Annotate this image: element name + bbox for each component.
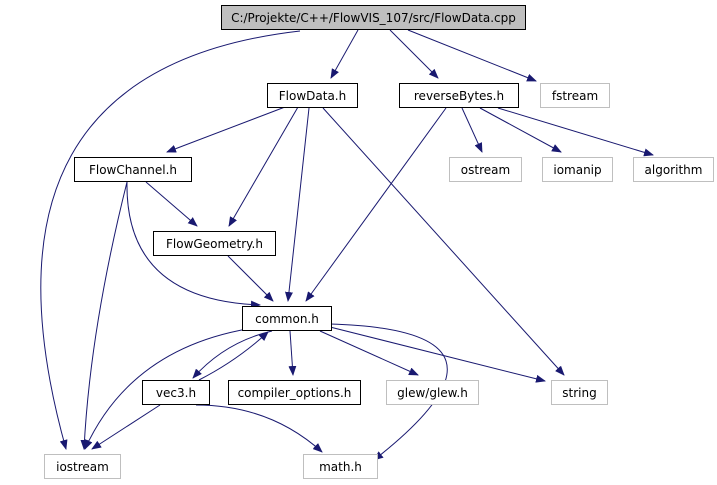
edge-flowdata-h-to-flowchannel-h xyxy=(166,106,286,153)
node-common-h[interactable]: common.h xyxy=(242,306,332,331)
node-box xyxy=(228,380,361,405)
node-box xyxy=(551,380,608,405)
node-compiler-options-h[interactable]: compiler_options.h xyxy=(228,380,361,405)
node-algorithm: algorithm xyxy=(633,157,714,182)
node-box xyxy=(449,157,522,182)
edge-common-h-to-math-h xyxy=(329,323,448,461)
edge-reversebytes-h-to-iomanip xyxy=(479,107,562,153)
node-box xyxy=(386,380,479,405)
node-box xyxy=(399,83,519,108)
node-fstream: fstream xyxy=(540,83,610,108)
edge-common-h-to-compiler-options-h xyxy=(288,330,297,376)
node-label: FlowGeometry.h xyxy=(166,237,263,251)
node-label: vec3.h xyxy=(156,386,196,400)
node-label: fstream xyxy=(552,89,598,103)
node-label: algorithm xyxy=(645,163,703,177)
node-iostream: iostream xyxy=(44,454,121,479)
node-ostream: ostream xyxy=(449,157,522,182)
node-box xyxy=(633,157,714,182)
node-label: math.h xyxy=(319,460,362,474)
edge-vec3-h-to-common-h xyxy=(198,331,269,381)
edge-flowdata-h-to-string xyxy=(322,107,565,376)
node-box xyxy=(303,454,378,479)
node-label: ostream xyxy=(461,163,510,177)
edge-common-h-to-string xyxy=(329,326,546,383)
edge-flowdata-cpp-to-reversebytes-h xyxy=(389,29,439,79)
edge-flowchannel-h-to-common-h xyxy=(126,181,261,309)
node-label: glew/glew.h xyxy=(397,386,468,400)
node-label: compiler_options.h xyxy=(238,386,352,400)
edge-reversebytes-h-to-common-h xyxy=(305,107,447,302)
node-box xyxy=(153,231,276,256)
node-label: iomanip xyxy=(553,163,601,177)
node-box xyxy=(267,83,358,108)
node-label: common.h xyxy=(255,312,319,326)
node-layer: C:/Projekte/C++/FlowVIS_107/src/FlowData… xyxy=(44,5,714,479)
node-label: reverseBytes.h xyxy=(414,89,504,103)
edge-flowdata-cpp-to-flowdata-h xyxy=(330,29,359,79)
edge-reversebytes-h-to-algorithm xyxy=(497,107,654,157)
node-box xyxy=(74,157,192,182)
node-vec3-h[interactable]: vec3.h xyxy=(142,380,210,405)
edge-common-h-to-glew-h xyxy=(319,330,419,376)
node-flowdata-cpp[interactable]: C:/Projekte/C++/FlowVIS_107/src/FlowData… xyxy=(221,5,526,30)
node-box xyxy=(44,454,121,479)
edge-layer xyxy=(40,29,654,461)
node-label: FlowChannel.h xyxy=(89,163,177,177)
edge-flowgeometry-h-to-common-h xyxy=(227,255,274,302)
edge-flowdata-cpp-to-fstream xyxy=(407,29,537,82)
node-flowgeometry-h[interactable]: FlowGeometry.h xyxy=(153,231,276,256)
node-iomanip: iomanip xyxy=(542,157,613,182)
node-label: C:/Projekte/C++/FlowVIS_107/src/FlowData… xyxy=(231,11,516,25)
node-reversebytes-h[interactable]: reverseBytes.h xyxy=(399,83,519,108)
edge-common-h-to-iostream xyxy=(84,328,248,450)
node-string: string xyxy=(551,380,608,405)
edge-flowchannel-h-to-iostream xyxy=(80,181,128,450)
edge-flowdata-cpp-to-iostream xyxy=(40,30,301,450)
node-label: FlowData.h xyxy=(279,89,346,103)
edge-vec3-h-to-math-h xyxy=(195,404,323,453)
node-flowdata-h[interactable]: FlowData.h xyxy=(267,83,358,108)
node-box xyxy=(221,5,526,30)
edge-flowdata-h-to-common-h xyxy=(284,107,310,302)
edge-vec3-h-to-iostream xyxy=(91,404,161,450)
node-label: string xyxy=(562,386,596,400)
edge-common-h-to-vec3-h xyxy=(192,330,273,379)
node-label: iostream xyxy=(56,460,109,474)
node-box xyxy=(542,157,613,182)
edge-reversebytes-h-to-ostream xyxy=(461,107,483,153)
edge-flowchannel-h-to-flowgeometry-h xyxy=(145,181,198,227)
node-math-h: math.h xyxy=(303,454,378,479)
node-box xyxy=(540,83,610,108)
node-box xyxy=(142,380,210,405)
node-glew-h: glew/glew.h xyxy=(386,380,479,405)
node-box xyxy=(242,306,332,331)
edge-flowdata-h-to-flowgeometry-h xyxy=(228,106,299,227)
node-flowchannel-h[interactable]: FlowChannel.h xyxy=(74,157,192,182)
